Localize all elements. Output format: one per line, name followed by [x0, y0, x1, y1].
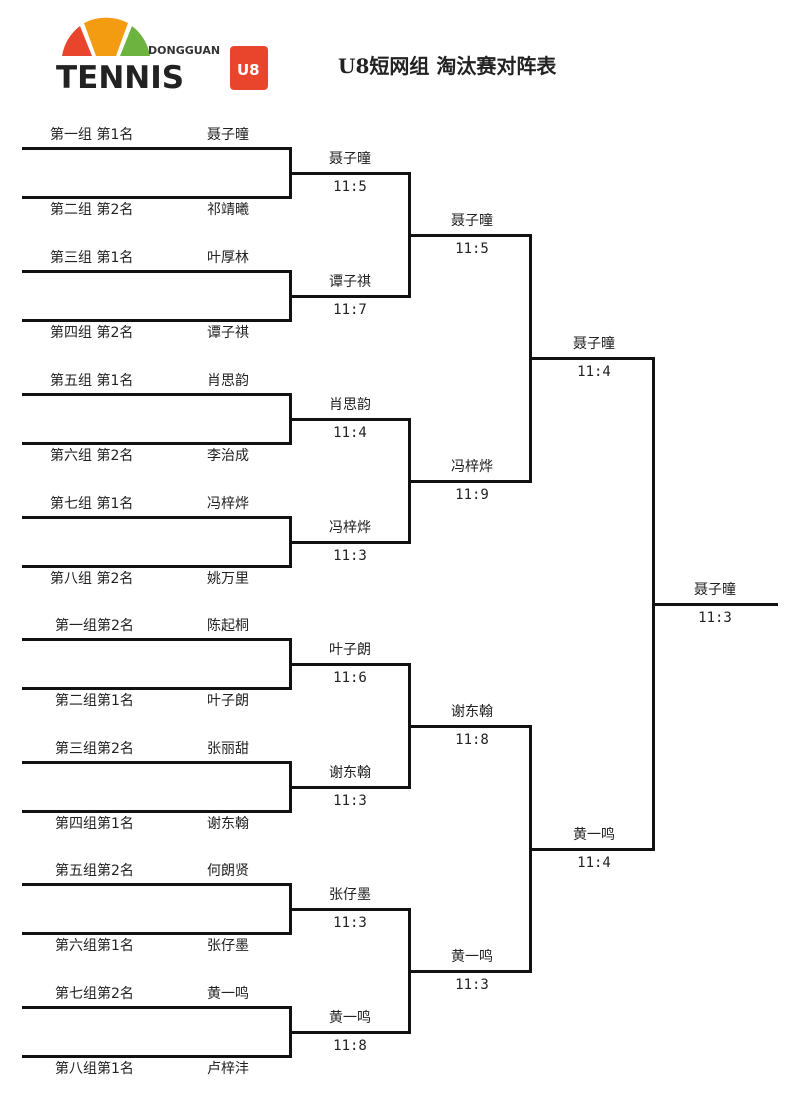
bracket-line [22, 1006, 292, 1009]
bracket-line [529, 848, 655, 851]
match-score: 11:9 [455, 487, 489, 503]
bracket-line [22, 196, 292, 199]
winner-name: 黄一鸣 [329, 1010, 371, 1026]
player-name: 黄一鸣 [207, 986, 249, 1002]
group-label: 第七组第2名 [55, 986, 134, 1002]
player-name: 冯梓烨 [207, 496, 249, 512]
player-name: 卢梓沣 [207, 1061, 249, 1077]
bracket-line [22, 516, 292, 519]
page-title: U8短网组 淘汰赛对阵表 [338, 54, 557, 78]
group-label: 第八组 第2名 [50, 571, 134, 587]
match-score: 11:3 [333, 915, 367, 931]
player-name: 姚万里 [207, 571, 249, 587]
winner-name: 聂子曈 [329, 151, 371, 167]
match-score: 11:5 [333, 179, 367, 195]
bracket-line [408, 480, 532, 483]
bracket-line [289, 786, 411, 789]
dongguan-tennis-logo: DONGGUAN TENNIS U8 [56, 17, 268, 96]
match-score: 11:6 [333, 670, 367, 686]
bracket-line [22, 319, 292, 322]
match-score: 11:4 [577, 364, 611, 380]
winner-name: 谢东翰 [451, 704, 493, 720]
bracket-line [289, 295, 411, 298]
bracket-line [529, 357, 655, 360]
winner-name: 谢东翰 [329, 765, 371, 781]
svg-text:DONGGUAN: DONGGUAN [148, 44, 220, 57]
winner-name: 聂子曈 [573, 336, 615, 352]
bracket-line [22, 638, 292, 641]
player-name: 陈起桐 [207, 618, 249, 634]
winner-name: 冯梓烨 [329, 520, 371, 536]
group-label: 第二组第1名 [55, 693, 134, 709]
bracket-line [22, 932, 292, 935]
bracket-line [22, 270, 292, 273]
bracket-line [22, 393, 292, 396]
bracket-line [22, 687, 292, 690]
bracket-line [289, 418, 411, 421]
bracket-line [22, 883, 292, 886]
group-label: 第六组第1名 [55, 938, 134, 954]
svg-text:U8: U8 [237, 61, 260, 79]
group-label: 第四组 第2名 [50, 325, 134, 341]
bracket-line [289, 172, 411, 175]
group-label: 第五组第2名 [55, 863, 134, 879]
group-label: 第一组第2名 [55, 618, 134, 634]
winner-name: 冯梓烨 [451, 459, 493, 475]
bracket-line [22, 442, 292, 445]
group-label: 第四组第1名 [55, 816, 134, 832]
winner-name: 黄一鸣 [573, 827, 615, 843]
bracket-line [408, 970, 532, 973]
player-name: 何朗贤 [207, 863, 249, 879]
svg-text:TENNIS: TENNIS [56, 60, 184, 96]
winner-name: 张仔墨 [329, 887, 371, 903]
final-score: 11:3 [698, 610, 732, 626]
match-score: 11:3 [455, 977, 489, 993]
winner-name: 肖思韵 [329, 397, 371, 413]
match-score: 11:3 [333, 793, 367, 809]
player-name: 张仔墨 [207, 938, 249, 954]
group-label: 第三组第2名 [55, 741, 134, 757]
player-name: 叶子朗 [207, 693, 249, 709]
player-name: 肖思韵 [207, 373, 249, 389]
player-name: 聂子曈 [207, 127, 249, 143]
bracket-line [289, 663, 411, 666]
match-score: 11:5 [455, 241, 489, 257]
winner-name: 黄一鸣 [451, 949, 493, 965]
match-score: 11:4 [333, 425, 367, 441]
match-score: 11:4 [577, 855, 611, 871]
player-name: 叶厚林 [207, 250, 249, 266]
player-name: 祁靖曦 [207, 202, 249, 218]
player-name: 谭子祺 [207, 325, 249, 341]
player-name: 李治成 [207, 448, 249, 464]
group-label: 第二组 第2名 [50, 202, 134, 218]
group-label: 第三组 第1名 [50, 250, 134, 266]
bracket-line [289, 908, 411, 911]
winner-name: 谭子祺 [329, 274, 371, 290]
group-label: 第八组第1名 [55, 1061, 134, 1077]
group-label: 第六组 第2名 [50, 448, 134, 464]
group-label: 第五组 第1名 [50, 373, 134, 389]
bracket-line [22, 810, 292, 813]
final-line [652, 603, 778, 606]
winner-name: 叶子朗 [329, 642, 371, 658]
bracket-line [22, 147, 292, 150]
bracket-line [22, 1055, 292, 1058]
bracket-line [408, 725, 532, 728]
winner-name: 聂子曈 [451, 213, 493, 229]
group-label: 第七组 第1名 [50, 496, 134, 512]
bracket-line [289, 541, 411, 544]
match-score: 11:8 [333, 1038, 367, 1054]
player-name: 张丽甜 [207, 741, 249, 757]
group-label: 第一组 第1名 [50, 127, 134, 143]
bracket-line [22, 565, 292, 568]
player-name: 谢东翰 [207, 816, 249, 832]
bracket-line [22, 761, 292, 764]
champion-name: 聂子曈 [694, 582, 736, 598]
match-score: 11:7 [333, 302, 367, 318]
match-score: 11:8 [455, 732, 489, 748]
match-score: 11:3 [333, 548, 367, 564]
bracket-line [408, 234, 532, 237]
bracket-line [289, 1031, 411, 1034]
